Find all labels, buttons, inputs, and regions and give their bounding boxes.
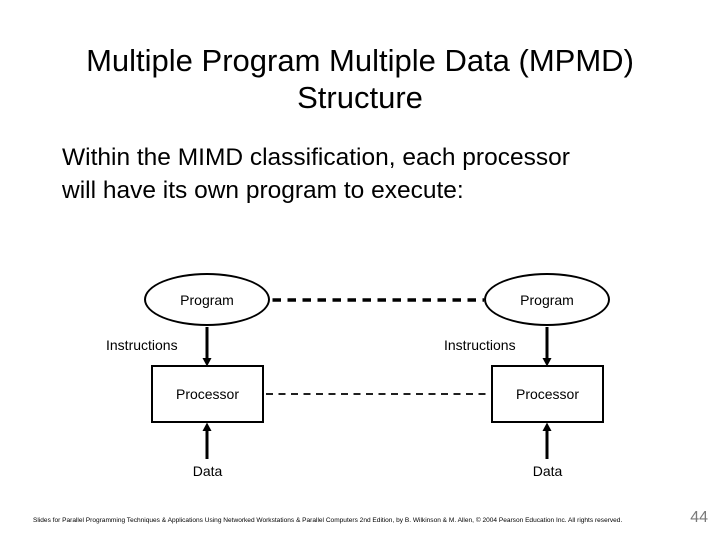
footer-citation: Slides for Parallel Programming Techniqu… xyxy=(33,517,623,525)
data-arrow-right xyxy=(542,422,552,459)
instructions-arrow-left xyxy=(202,327,212,367)
program-node-right: Program xyxy=(484,273,610,326)
processor-node-right: Processor xyxy=(491,365,604,423)
slide-title: Multiple Program Multiple Data (MPMD) St… xyxy=(86,43,634,115)
instructions-arrow-right xyxy=(542,327,552,367)
instructions-label-right: Instructions xyxy=(444,337,516,353)
processor-node-left: Processor xyxy=(151,365,264,423)
program-node-left: Program xyxy=(144,273,270,326)
program-node-left-label: Program xyxy=(180,291,234,308)
instructions-label-left: Instructions xyxy=(106,337,178,353)
body-text: Within the MIMD classification, each pro… xyxy=(62,144,570,204)
data-arrow-left xyxy=(202,422,212,459)
page-number: 44 xyxy=(690,509,708,526)
data-label-right: Data xyxy=(532,463,563,479)
processor-node-left-label: Processor xyxy=(175,386,240,402)
data-label-left: Data xyxy=(192,463,223,479)
processor-node-right-label: Processor xyxy=(515,386,580,402)
program-node-right-label: Program xyxy=(520,291,574,308)
